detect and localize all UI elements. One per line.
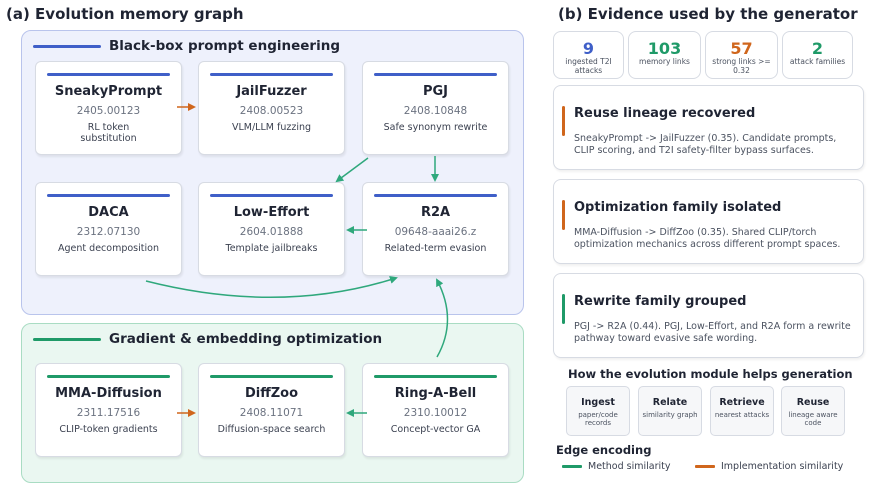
node-daca[interactable]: DACA 2312.07130 Agent decomposition (35, 182, 182, 276)
node-topbar (374, 375, 497, 378)
node-name: MMA-Diffusion (55, 386, 162, 401)
node-pgj[interactable]: PGJ 2408.10848 Safe synonym rewrite (362, 61, 509, 155)
node-name: Low-Effort (233, 205, 310, 220)
node-desc: Safe synonym rewrite (383, 122, 488, 133)
module-title: How the evolution module helps generatio… (568, 367, 853, 381)
node-name: Ring-A-Bell (394, 386, 477, 401)
group-gradient-header: Gradient & embedding optimization (33, 331, 382, 347)
card-reuse-lineage: Reuse lineage recovered SneakyPrompt -> … (553, 85, 864, 170)
card-accent (562, 200, 565, 230)
legend-label: Method similarity (588, 461, 671, 472)
legend-line (695, 465, 715, 468)
legend-method-similarity: Method similarity (562, 461, 671, 472)
step-sub: lineage aware code (788, 411, 838, 427)
step-retrieve: Retrieve nearest attacks (710, 386, 774, 436)
node-name: JailFuzzer (236, 84, 307, 99)
node-topbar (47, 73, 170, 76)
node-id: 2310.10012 (403, 407, 468, 419)
node-name: DACA (88, 205, 129, 220)
node-diffzoo[interactable]: DiffZoo 2408.11071 Diffusion-space searc… (198, 363, 345, 457)
group-gradient-title: Gradient & embedding optimization (109, 331, 383, 347)
node-id: 2311.17516 (76, 407, 141, 419)
step-sub: paper/code records (578, 411, 618, 427)
node-topbar (210, 375, 333, 378)
stat-label: strong links >= 0.32 (712, 57, 771, 75)
step-title: Relate (652, 397, 688, 408)
node-ring-a-bell[interactable]: Ring-A-Bell 2310.10012 Concept-vector GA (362, 363, 509, 457)
step-title: Ingest (581, 397, 615, 408)
stat-attack-families: 2 attack families (782, 31, 853, 79)
group-gradient-bar (33, 337, 101, 341)
step-sub: nearest attacks (714, 411, 770, 419)
node-mma-diffusion[interactable]: MMA-Diffusion 2311.17516 CLIP-token grad… (35, 363, 182, 457)
right-panel-title: (b) Evidence used by the generator (558, 5, 858, 23)
card-body: SneakyPrompt -> JailFuzzer (0.35). Candi… (574, 133, 837, 156)
node-desc: Template jailbreaks (225, 243, 318, 254)
node-id: 2408.10848 (403, 105, 468, 117)
node-desc: Diffusion-space search (217, 424, 326, 435)
step-reuse: Reuse lineage aware code (781, 386, 845, 436)
node-topbar (47, 375, 170, 378)
step-relate: Relate similarity graph (638, 386, 702, 436)
left-panel-title: (a) Evolution memory graph (6, 5, 244, 23)
step-title: Reuse (796, 397, 830, 408)
stat-ingested-attacks: 9 ingested T2I attacks (553, 31, 624, 79)
step-ingest: Ingest paper/code records (566, 386, 630, 436)
group-black-box-title: Black-box prompt engineering (109, 38, 340, 54)
group-black-box-header: Black-box prompt engineering (33, 38, 340, 54)
node-id: 2408.11071 (239, 407, 304, 419)
step-sub: similarity graph (642, 411, 698, 419)
node-r2a[interactable]: R2A 09648-aaai26.z Related-term evasion (362, 182, 509, 276)
node-name: SneakyPrompt (54, 84, 163, 99)
stat-label: memory links (639, 57, 690, 66)
card-accent (562, 294, 565, 324)
node-desc: Agent decomposition (58, 243, 159, 254)
node-id: 2405.00123 (76, 105, 141, 117)
node-name: DiffZoo (244, 386, 299, 401)
node-desc: Concept-vector GA (390, 424, 481, 435)
card-accent (562, 106, 565, 136)
node-id: 2312.07130 (76, 226, 141, 238)
node-sneakyprompt[interactable]: SneakyPrompt 2405.00123 RL token substit… (35, 61, 182, 155)
stat-value: 57 (730, 39, 753, 58)
node-topbar (374, 194, 497, 197)
node-id: 09648-aaai26.z (394, 226, 477, 238)
node-desc: Related-term evasion (384, 243, 487, 254)
card-optimization-family: Optimization family isolated MMA-Diffusi… (553, 179, 864, 264)
stat-value: 2 (811, 39, 824, 58)
card-title: Reuse lineage recovered (574, 106, 756, 121)
node-desc: RL token substitution (80, 122, 137, 144)
card-rewrite-family: Rewrite family grouped PGJ -> R2A (0.44)… (553, 273, 864, 358)
node-desc: CLIP-token gradients (59, 424, 158, 435)
stat-value: 9 (582, 39, 595, 58)
stat-value: 103 (647, 39, 682, 58)
node-name: R2A (420, 205, 451, 220)
node-id: 2408.00523 (239, 105, 304, 117)
legend-line (562, 465, 582, 468)
node-name: PGJ (422, 84, 449, 99)
card-title: Rewrite family grouped (574, 294, 747, 309)
stat-label: ingested T2I attacks (565, 57, 612, 75)
node-topbar (374, 73, 497, 76)
node-topbar (210, 194, 333, 197)
stat-strong-links: 57 strong links >= 0.32 (705, 31, 778, 79)
node-low-effort[interactable]: Low-Effort 2604.01888 Template jailbreak… (198, 182, 345, 276)
legend-label: Implementation similarity (721, 461, 844, 472)
card-body: PGJ -> R2A (0.44). PGJ, Low-Effort, and … (574, 321, 851, 344)
card-title: Optimization family isolated (574, 200, 782, 215)
card-body: MMA-Diffusion -> DiffZoo (0.35). Shared … (574, 227, 841, 250)
node-desc: VLM/LLM fuzzing (231, 122, 312, 133)
group-black-box-bar (33, 44, 101, 48)
legend-implementation-similarity: Implementation similarity (695, 461, 843, 472)
stat-label: attack families (789, 57, 846, 66)
node-topbar (210, 73, 333, 76)
step-title: Retrieve (719, 397, 765, 408)
node-jailfuzzer[interactable]: JailFuzzer 2408.00523 VLM/LLM fuzzing (198, 61, 345, 155)
legend-title: Edge encoding (556, 443, 652, 457)
stat-memory-links: 103 memory links (628, 31, 701, 79)
node-id: 2604.01888 (239, 226, 304, 238)
node-topbar (47, 194, 170, 197)
